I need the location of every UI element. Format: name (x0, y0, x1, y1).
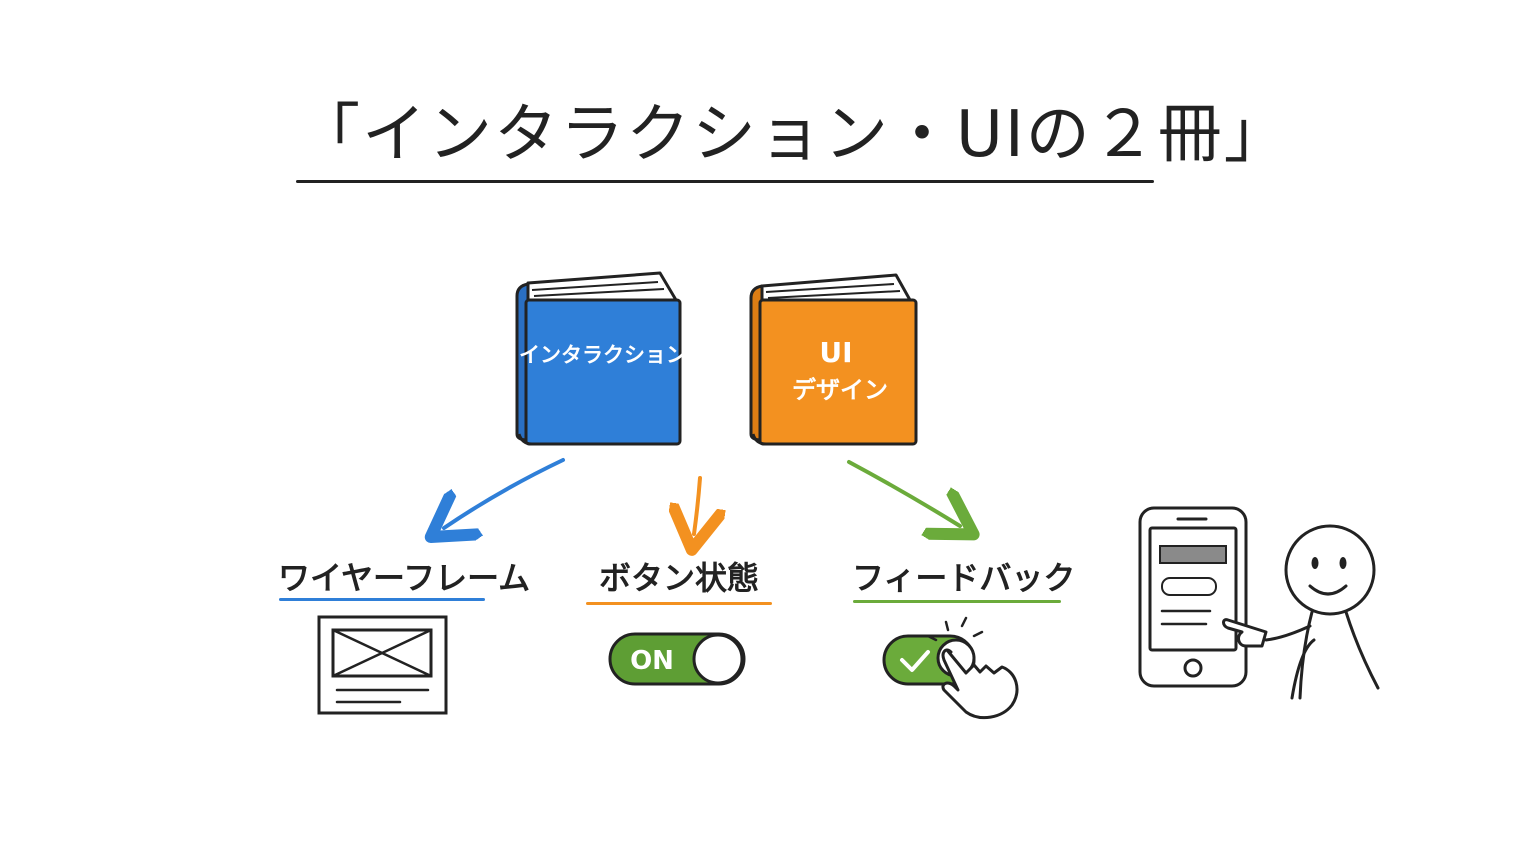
book-ui-design: UI デザイン (749, 273, 918, 446)
arrow-to-feedback (847, 460, 960, 526)
topic-label-wireframe: ワイヤーフレーム (278, 559, 531, 597)
page-title: 「インタラクション・UIの２冊」 (296, 98, 1290, 172)
book-interaction-label: インタラクション (519, 343, 687, 367)
smartphone-icon (1138, 506, 1248, 688)
toggle-switch-icon: ON (608, 632, 746, 686)
toggle-on-label: ON (630, 646, 674, 676)
stick-figure-icon (1222, 524, 1380, 700)
topic-label-button-state: ボタン状態 (598, 559, 759, 597)
topic-underline-wireframe (279, 598, 485, 601)
arrow-to-button-state (694, 476, 700, 534)
book-ui-label-line1: UI (819, 336, 852, 369)
book-interaction: インタラクション (515, 271, 687, 446)
book-ui-label-line2: デザイン (792, 376, 888, 404)
topic-underline-button-state (586, 602, 772, 605)
arrow-to-wireframe (444, 458, 565, 528)
title-underline (296, 180, 1154, 183)
wireframe-icon (317, 615, 448, 715)
topic-label-feedback: フィードバック (852, 559, 1076, 597)
topic-underline-feedback (853, 600, 1061, 603)
tap-check-icon (882, 616, 1019, 720)
